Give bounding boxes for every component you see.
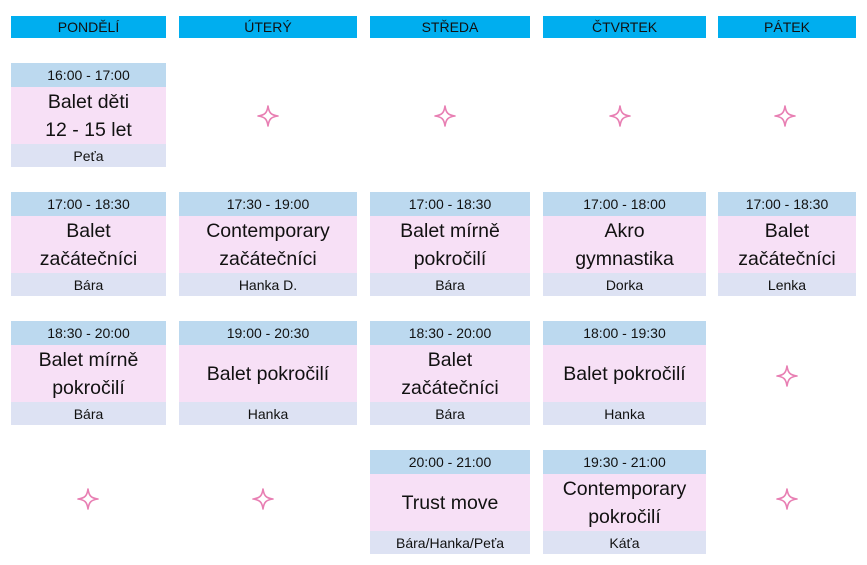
slot-time: 20:00 - 21:00 <box>370 450 530 474</box>
day-header-wednesday: STŘEDA <box>370 16 530 38</box>
sparkle-icon <box>776 488 798 510</box>
sparkle-icon <box>774 105 796 127</box>
day-header-tuesday: ÚTERÝ <box>179 16 357 38</box>
slot-teacher: Bára <box>370 402 530 425</box>
class-slot: 18:30 - 20:00 Balet mírně pokročilí Bára <box>11 321 166 425</box>
class-slot: 18:30 - 20:00 Balet začátečníci Bára <box>370 321 530 425</box>
slot-teacher: Káťa <box>543 531 706 554</box>
sparkle-icon <box>257 105 279 127</box>
class-slot: 17:00 - 18:30 Balet začátečníci Lenka <box>718 192 856 296</box>
slot-class-name: Contemporary začátečníci <box>179 216 357 273</box>
sparkle-icon <box>434 105 456 127</box>
class-slot: 19:00 - 20:30 Balet pokročilí Hanka <box>179 321 357 425</box>
slot-teacher: Bára/Hanka/Peťa <box>370 531 530 554</box>
class-slot: 17:00 - 18:30 Balet mírně pokročilí Bára <box>370 192 530 296</box>
slot-class-name: Akro gymnastika <box>543 216 706 273</box>
slot-time: 17:30 - 19:00 <box>179 192 357 216</box>
slot-time: 17:00 - 18:30 <box>718 192 856 216</box>
sparkle-icon <box>776 365 798 387</box>
slot-class-name: Balet začátečníci <box>370 345 530 402</box>
class-slot: 17:00 - 18:30 Balet začátečníci Bára <box>11 192 166 296</box>
slot-class-name: Balet mírně pokročilí <box>370 216 530 273</box>
slot-class-name: Balet mírně pokročilí <box>11 345 166 402</box>
slot-time: 17:00 - 18:00 <box>543 192 706 216</box>
slot-teacher: Lenka <box>718 273 856 296</box>
slot-teacher: Hanka D. <box>179 273 357 296</box>
slot-time: 16:00 - 17:00 <box>11 63 166 87</box>
sparkle-icon <box>77 488 99 510</box>
slot-teacher: Dorka <box>543 273 706 296</box>
slot-class-name: Contemporary pokročilí <box>543 474 706 531</box>
class-slot: 17:00 - 18:00 Akro gymnastika Dorka <box>543 192 706 296</box>
slot-class-name: Balet začátečníci <box>11 216 166 273</box>
slot-teacher: Bára <box>11 273 166 296</box>
slot-teacher: Bára <box>370 273 530 296</box>
class-slot: 16:00 - 17:00 Balet děti 12 - 15 let Peť… <box>11 63 166 167</box>
day-header-thursday: ČTVRTEK <box>543 16 706 38</box>
class-slot: 20:00 - 21:00 Trust move Bára/Hanka/Peťa <box>370 450 530 554</box>
slot-time: 18:30 - 20:00 <box>11 321 166 345</box>
day-header-friday: PÁTEK <box>718 16 856 38</box>
slot-teacher: Bára <box>11 402 166 425</box>
slot-class-name: Trust move <box>370 474 530 531</box>
slot-time: 18:30 - 20:00 <box>370 321 530 345</box>
slot-class-name: Balet pokročilí <box>543 345 706 402</box>
sparkle-icon <box>252 488 274 510</box>
sparkle-icon <box>609 105 631 127</box>
class-slot: 18:00 - 19:30 Balet pokročilí Hanka <box>543 321 706 425</box>
slot-time: 19:00 - 20:30 <box>179 321 357 345</box>
class-slot: 17:30 - 19:00 Contemporary začátečníci H… <box>179 192 357 296</box>
slot-class-name: Balet děti 12 - 15 let <box>11 87 166 144</box>
slot-time: 18:00 - 19:30 <box>543 321 706 345</box>
slot-teacher: Hanka <box>179 402 357 425</box>
slot-teacher: Peťa <box>11 144 166 167</box>
slot-class-name: Balet začátečníci <box>718 216 856 273</box>
slot-time: 17:00 - 18:30 <box>370 192 530 216</box>
slot-time: 17:00 - 18:30 <box>11 192 166 216</box>
class-slot: 19:30 - 21:00 Contemporary pokročilí Káť… <box>543 450 706 554</box>
slot-teacher: Hanka <box>543 402 706 425</box>
slot-class-name: Balet pokročilí <box>179 345 357 402</box>
day-header-monday: PONDĚLÍ <box>11 16 166 38</box>
slot-time: 19:30 - 21:00 <box>543 450 706 474</box>
